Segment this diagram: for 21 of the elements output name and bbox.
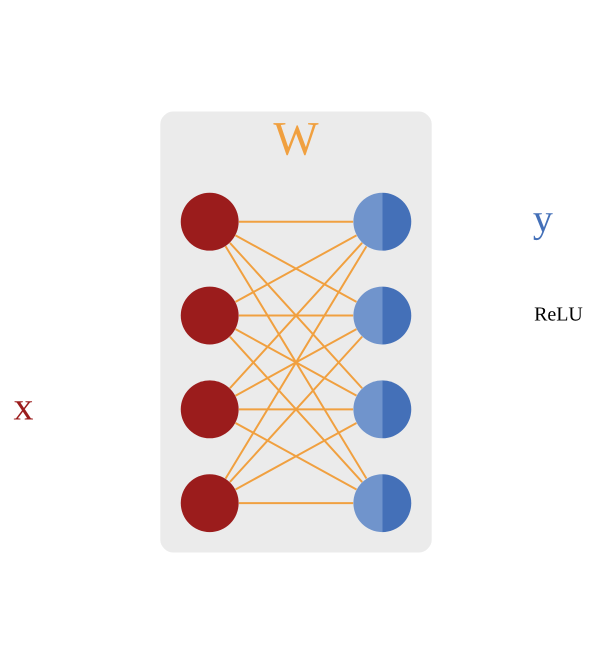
node-circle bbox=[353, 192, 412, 251]
connector bbox=[238, 502, 354, 504]
connector bbox=[238, 314, 354, 317]
node-circle bbox=[180, 474, 239, 532]
cluster: W bbox=[160, 111, 432, 553]
connector bbox=[238, 220, 354, 223]
label: y⃗ bbox=[532, 196, 584, 241]
node-circle bbox=[180, 192, 239, 251]
node-circle bbox=[180, 286, 239, 344]
connector bbox=[224, 246, 368, 480]
connector bbox=[235, 422, 357, 490]
connector bbox=[238, 408, 354, 410]
node-circle bbox=[353, 380, 412, 438]
node-circle bbox=[180, 380, 239, 438]
connector bbox=[229, 242, 363, 389]
label: ReLU bbox=[534, 304, 583, 326]
node-circle bbox=[353, 474, 412, 532]
node-circle bbox=[353, 286, 412, 344]
connector bbox=[235, 328, 357, 397]
label: x⃗ bbox=[14, 383, 65, 428]
connector bbox=[235, 234, 357, 303]
